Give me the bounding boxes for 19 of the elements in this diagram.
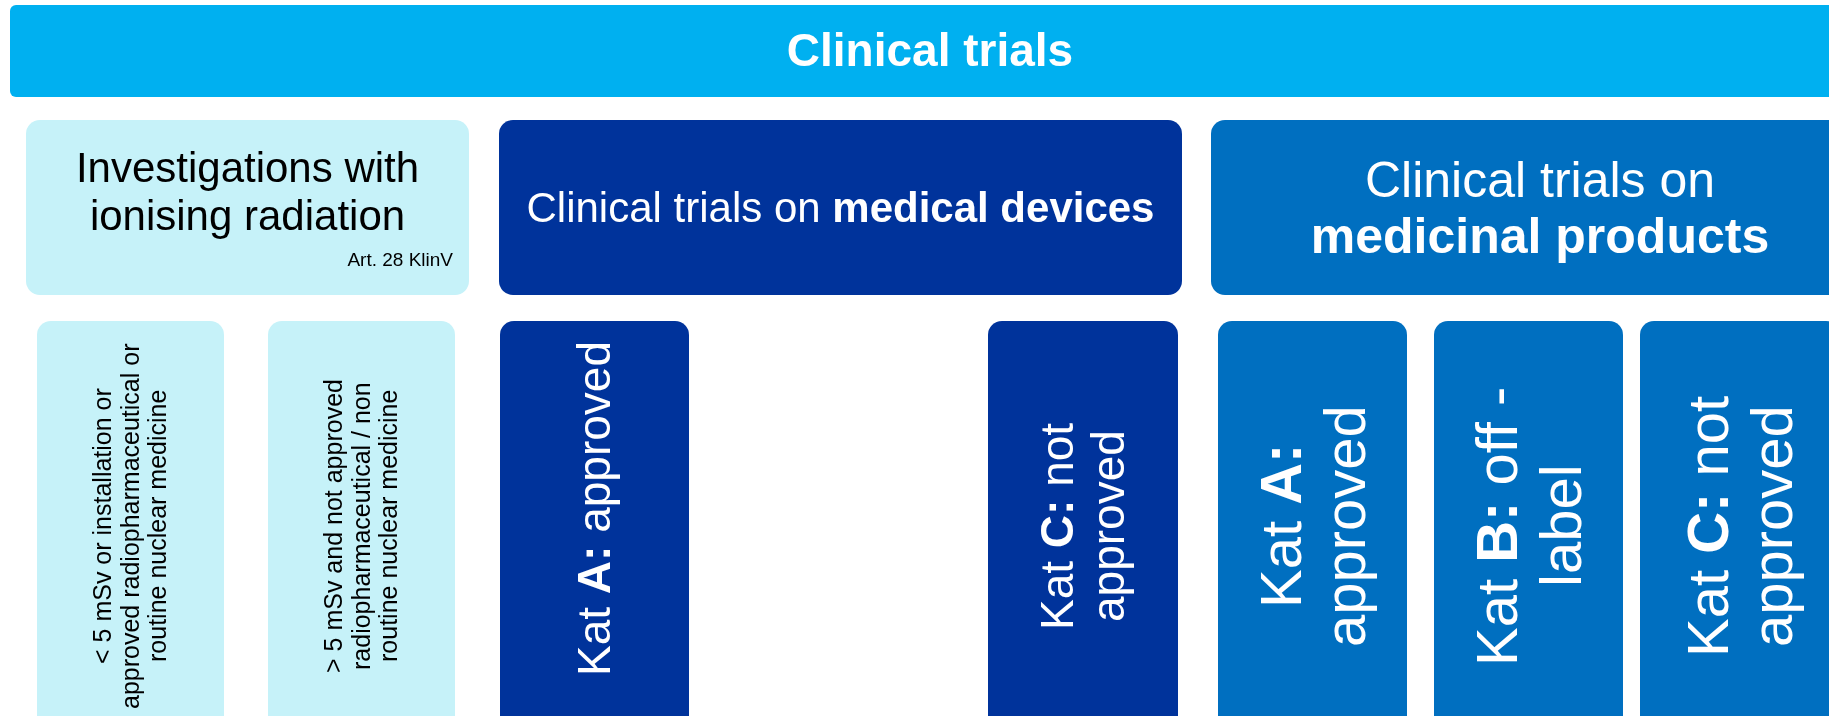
category-box <box>1218 321 1407 716</box>
category-box <box>499 120 1182 295</box>
box-label: Investigations with ionising radiation <box>74 144 421 239</box>
box-label: Clinical trials on medical devices <box>526 184 1155 231</box>
title-text: Clinical trials <box>786 25 1074 77</box>
category-box <box>1211 120 1829 295</box>
box-label: Kat A: approved <box>569 341 620 676</box>
category-box <box>988 321 1178 716</box>
box-label: Clinical trials on medicinal products <box>1309 151 1771 264</box>
legal-reference: Art. 28 KlinV <box>347 248 453 271</box>
box-label: < 5 mSv or installation or approved radiopharmaceutical or routine nuclear medicine <box>89 342 172 711</box>
box-label: > 5 mSv and not approved radiopharmaceutical / non routine nuclear medicine <box>320 378 403 675</box>
category-box <box>500 321 689 716</box>
category-box <box>268 321 455 716</box>
category-box <box>1434 321 1623 716</box>
category-box <box>37 321 224 716</box>
category-box <box>1640 321 1829 716</box>
category-box <box>26 120 469 295</box>
title-banner <box>10 5 1829 97</box>
